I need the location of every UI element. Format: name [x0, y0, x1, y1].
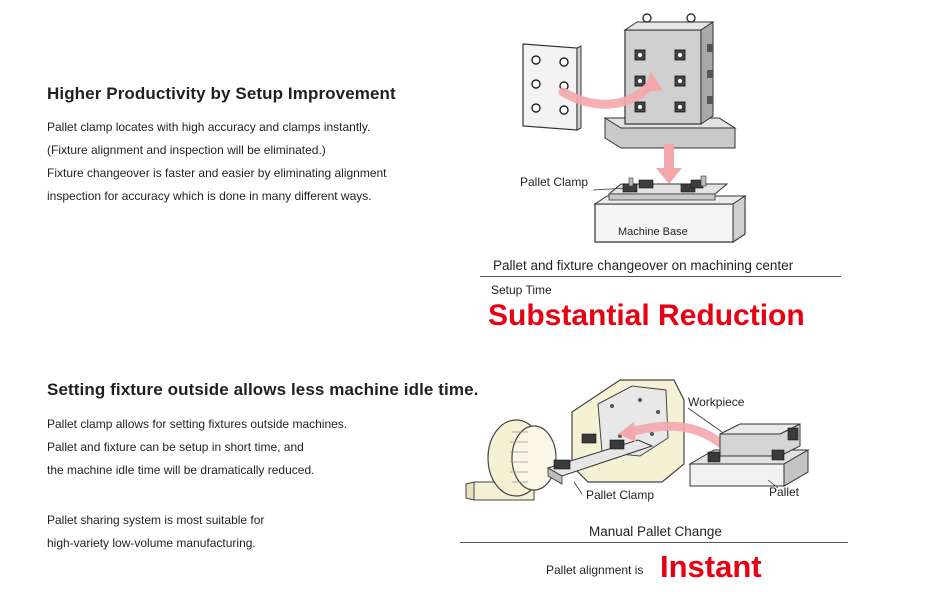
section2-line-2: Pallet and fixture can be setup in short…	[47, 440, 304, 454]
pallet-with-workpiece	[688, 423, 810, 487]
section1-line-3: Fixture changeover is faster and easier …	[47, 166, 387, 180]
label-machine-base: Machine Base	[618, 226, 688, 238]
section1-heading: Higher Productivity by Setup Improvement	[47, 84, 396, 103]
figure1-divider	[480, 276, 841, 277]
figure2-divider	[460, 542, 848, 543]
pallet-move-arrow	[625, 421, 729, 451]
setup-time-value: Substantial Reduction	[488, 299, 805, 332]
down-arrow	[664, 144, 674, 170]
section2-line-3: the machine idle time will be dramatical…	[47, 463, 315, 477]
section1-line-1: Pallet clamp locates with high accuracy …	[47, 120, 371, 134]
label-pallet: Pallet	[769, 485, 800, 499]
section1-line-2: (Fixture alignment and inspection will b…	[47, 143, 326, 157]
section2-heading: Setting fixture outside allows less mach…	[47, 380, 479, 399]
section1-line-4: inspection for accuracy which is done in…	[47, 189, 372, 203]
rotary-machine	[465, 419, 557, 501]
section2-line-1: Pallet clamp allows for setting fixtures…	[47, 417, 348, 431]
label-pallet-clamp-1: Pallet Clamp	[520, 175, 589, 189]
fixture-plate	[522, 43, 582, 131]
pallet-change-illustration	[465, 379, 810, 501]
section2-line-5: high-variety low-volume manufacturing.	[47, 536, 256, 550]
figure2-caption: Manual Pallet Change	[589, 524, 722, 539]
pallet-alignment-value: Instant	[660, 549, 762, 584]
section2-line-4: Pallet sharing system is most suitable f…	[47, 513, 265, 527]
pallet-alignment-label: Pallet alignment is	[546, 563, 644, 577]
figure1-caption: Pallet and fixture changeover on machini…	[493, 258, 794, 273]
setup-time-label: Setup Time	[491, 283, 552, 297]
machine-base	[593, 175, 747, 243]
label-workpiece: Workpiece	[688, 395, 745, 409]
machining-center-illustration	[522, 13, 747, 243]
section2-description-2: Pallet sharing system is most suitable f…	[47, 509, 264, 555]
pallet-arm	[546, 433, 654, 485]
label-pallet-clamp-2: Pallet Clamp	[586, 488, 655, 502]
cube-fixture	[603, 13, 737, 149]
section1-description: Pallet clamp locates with high accuracy …	[47, 116, 387, 208]
section2-description: Pallet clamp allows for setting fixtures…	[47, 413, 347, 482]
